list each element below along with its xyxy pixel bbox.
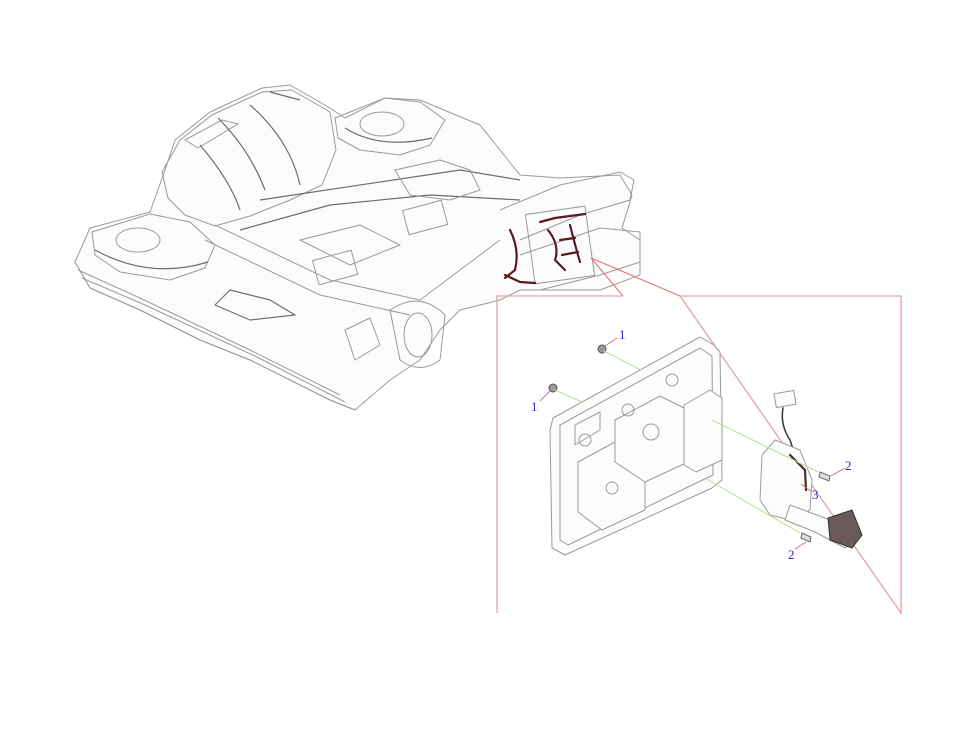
bolt-upper (818, 471, 831, 482)
floor-pan-overview (74, 84, 641, 411)
accelerator-pedal (759, 389, 863, 549)
assembly-lines (554, 350, 819, 534)
detail-pointer (590, 257, 681, 297)
pedal-bracket-overview-highlight (503, 205, 596, 285)
pedal-pad (827, 509, 863, 549)
callout-2b: 2 (788, 547, 795, 562)
bolt-lower (800, 532, 812, 543)
callout-leaders (539, 337, 846, 550)
callout-1b: 1 (531, 399, 538, 414)
callout-3: 3 (812, 487, 819, 502)
callout-2a: 2 (845, 458, 852, 473)
callout-1a: 1 (619, 327, 626, 342)
pedal-mounting-bracket (549, 336, 723, 556)
